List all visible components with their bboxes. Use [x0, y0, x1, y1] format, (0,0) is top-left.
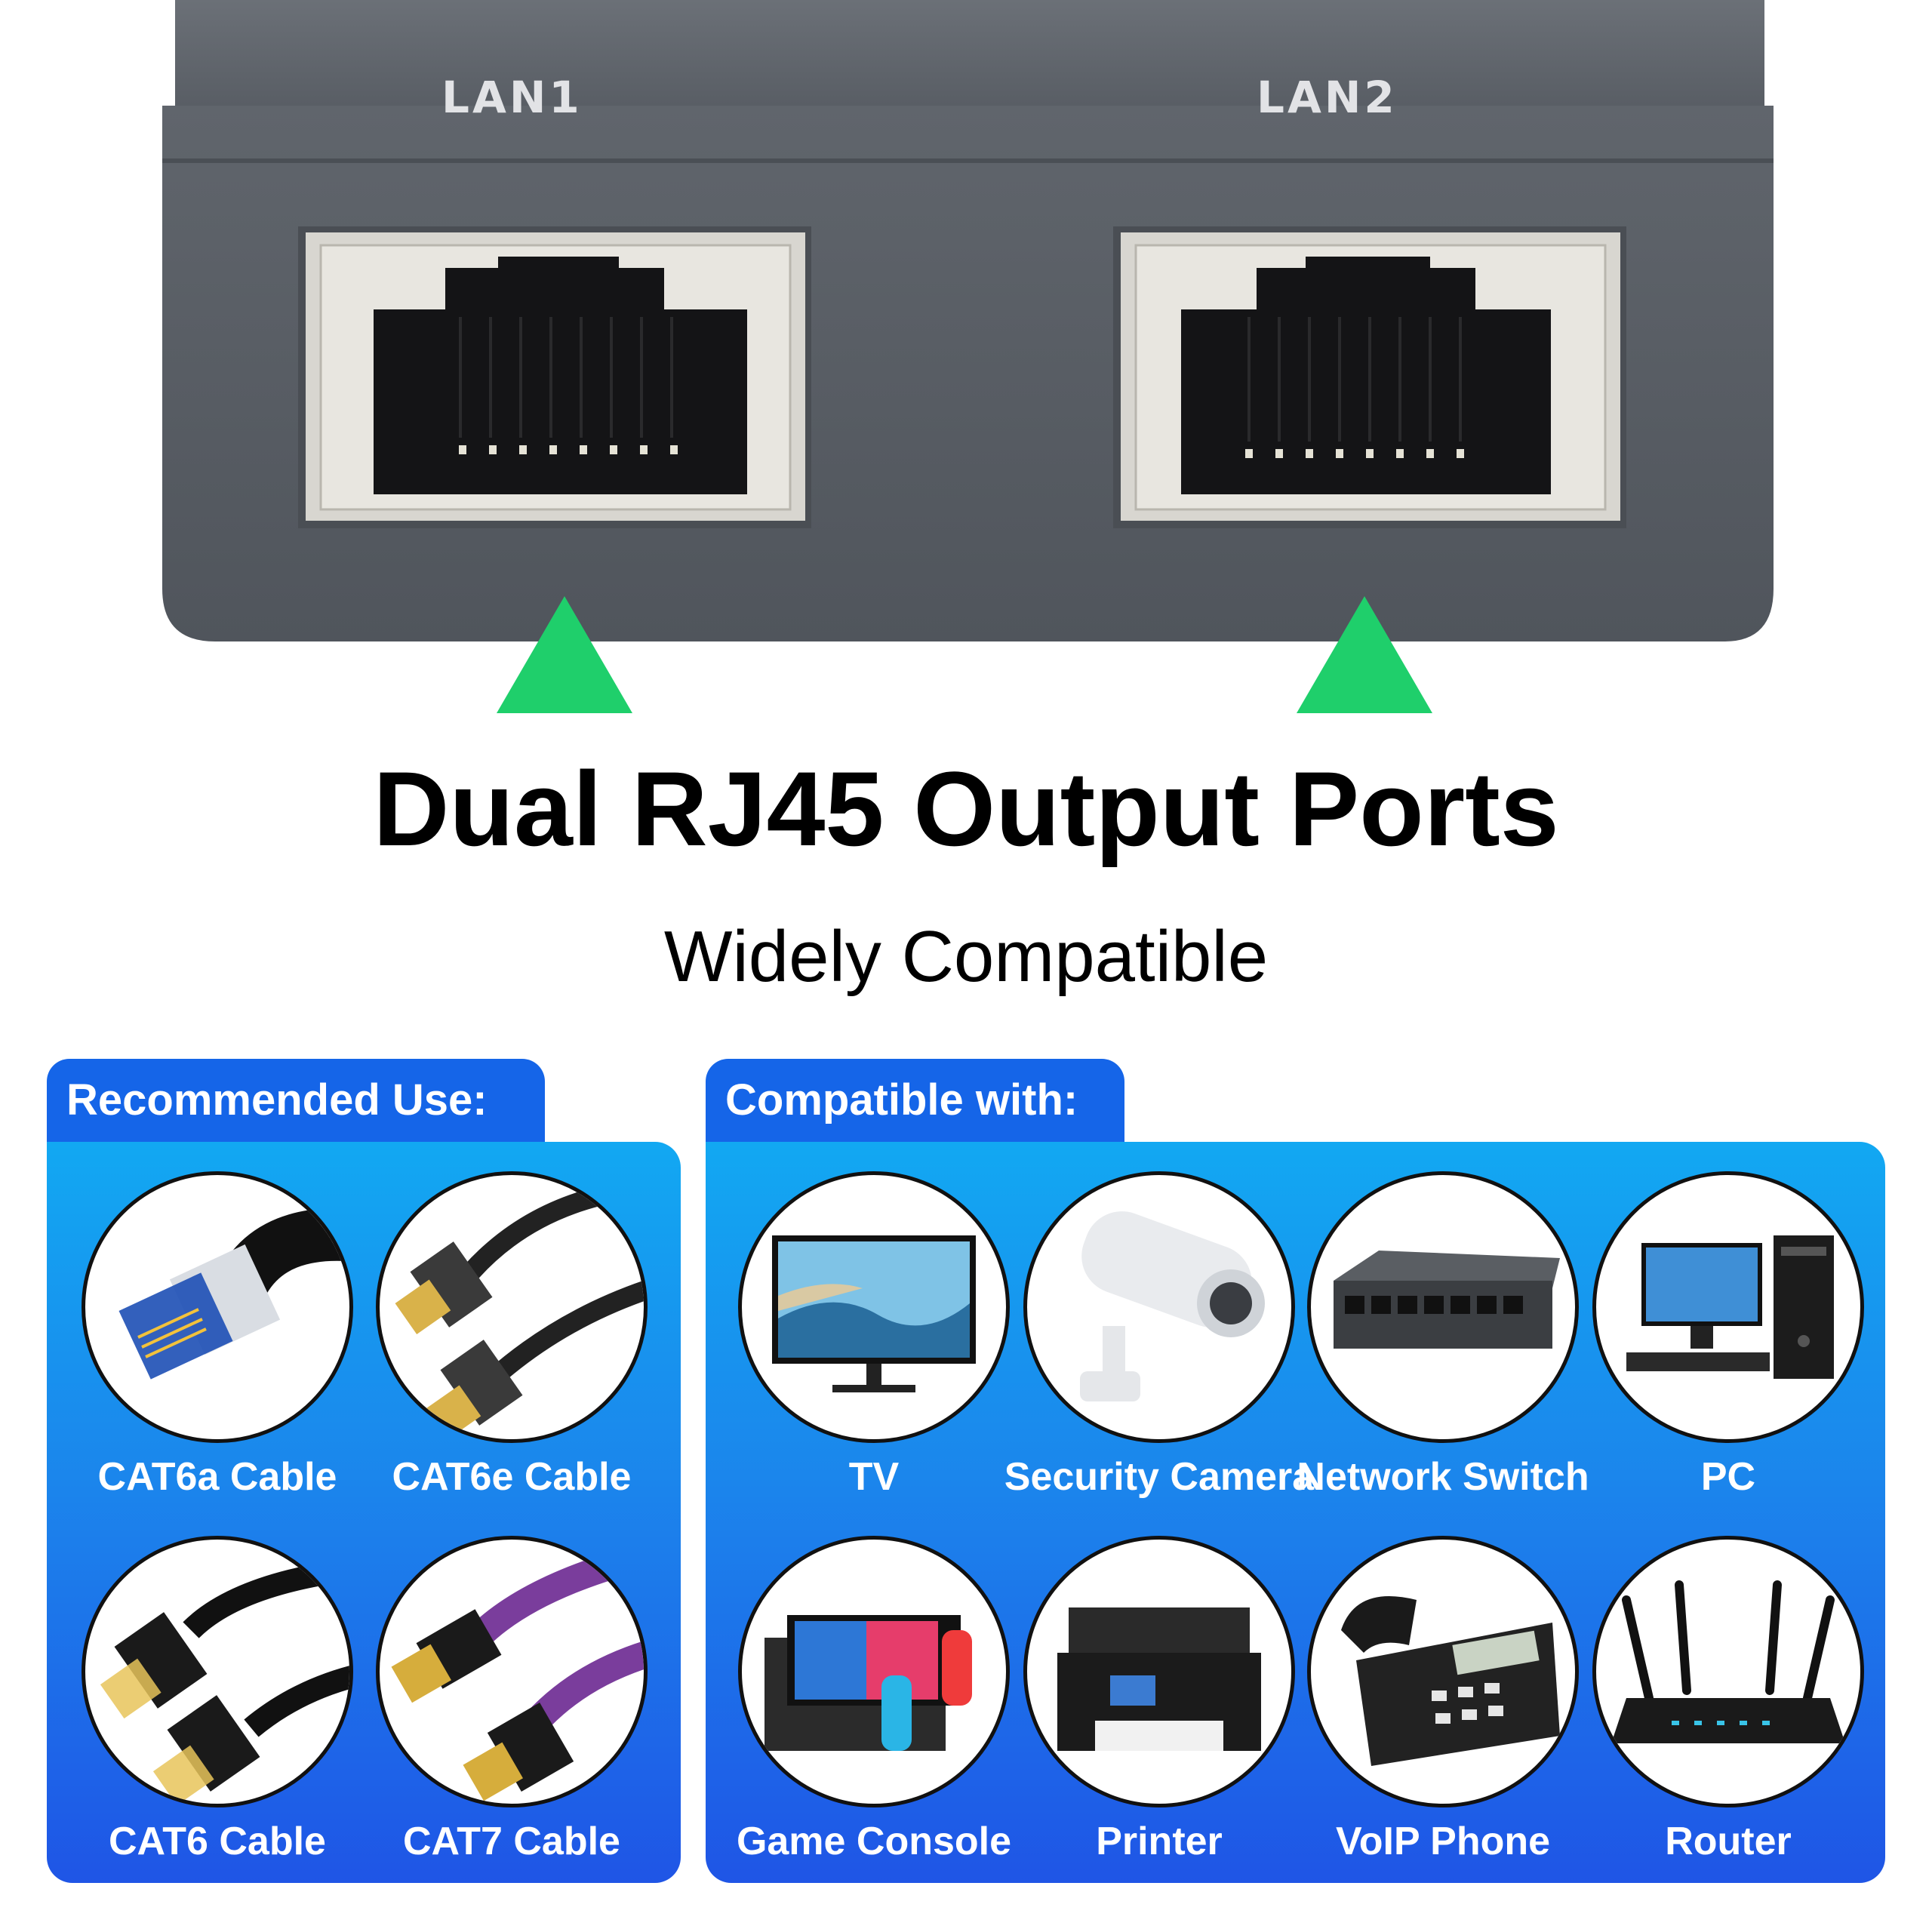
page-title: Dual RJ45 Output Ports: [373, 749, 1559, 868]
game-console-label: Game Console: [736, 1820, 1012, 1863]
page-subtitle: Widely Compatible: [663, 916, 1269, 997]
recommended-item-cat6e: CAT6e Cable: [376, 1171, 648, 1499]
router-label: Router: [1665, 1820, 1792, 1863]
cat6e-cable-icon: [376, 1171, 648, 1443]
cat6-cable-label: CAT6 Cable: [109, 1820, 326, 1863]
pc-icon: [1592, 1171, 1864, 1443]
network-switch-icon: [1307, 1171, 1579, 1443]
lan1-label: LAN1: [441, 72, 583, 123]
lan2-port-icon: [1113, 226, 1626, 528]
splitter-device-image: LAN1 LAN2: [0, 0, 1932, 679]
lan2-label: LAN2: [1257, 72, 1398, 123]
cat7-cable-label: CAT7 Cable: [403, 1820, 620, 1863]
voip-phone-icon: [1307, 1536, 1579, 1807]
router-icon: [1592, 1536, 1864, 1807]
compatible-item-security-camera: Security Camera: [1004, 1171, 1314, 1499]
printer-label: Printer: [1096, 1820, 1223, 1863]
tv-label: TV: [848, 1455, 900, 1499]
compatible-item-network-switch: Network Switch: [1297, 1171, 1589, 1499]
printer-icon: [1023, 1536, 1295, 1807]
compatible-item-tv: TV: [738, 1171, 1010, 1499]
game-console-icon: [738, 1536, 1010, 1807]
cat7-cable-icon: [376, 1536, 648, 1807]
network-switch-label: Network Switch: [1297, 1455, 1589, 1499]
lan2-arrow-icon: [1297, 596, 1432, 713]
recommended-item-cat7: CAT7 Cable: [376, 1536, 648, 1863]
security-camera-label: Security Camera: [1004, 1455, 1315, 1499]
lan1-port-icon: [298, 226, 811, 528]
recommended-item-cat6: CAT6 Cable: [82, 1536, 353, 1863]
compatible-item-printer: Printer: [1023, 1536, 1295, 1863]
compatible-item-router: Router: [1592, 1536, 1864, 1863]
compatible-item-game-console: Game Console: [737, 1536, 1011, 1863]
cat6e-cable-label: CAT6e Cable: [392, 1455, 632, 1499]
recommended-item-cat6a: CAT6a Cable: [82, 1171, 353, 1499]
security-camera-icon: [1023, 1171, 1295, 1443]
compatible-item-voip-phone: VoIP Phone: [1307, 1536, 1579, 1863]
cat6a-cable-icon: [82, 1171, 353, 1443]
device-illustration: [162, 0, 1774, 641]
lan1-arrow-icon: [497, 596, 632, 713]
tv-icon: [738, 1171, 1010, 1443]
pc-label: PC: [1700, 1455, 1756, 1499]
voip-phone-label: VoIP Phone: [1335, 1820, 1551, 1863]
cat6a-cable-label: CAT6a Cable: [97, 1455, 337, 1499]
compatible-item-pc: PC: [1592, 1171, 1864, 1499]
cat6-cable-icon: [82, 1536, 353, 1807]
